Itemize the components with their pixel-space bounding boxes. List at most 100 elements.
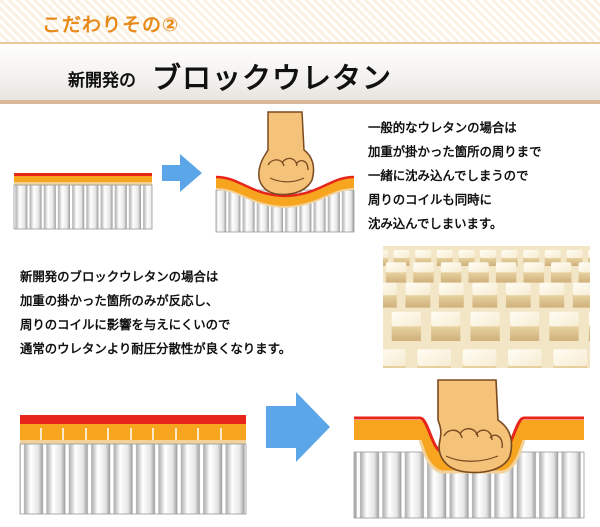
foam-block-top: [509, 311, 540, 327]
foam-block-top: [549, 311, 579, 327]
section-banner: こだわりその②: [0, 0, 600, 44]
foam-block-side: [549, 324, 579, 341]
block-mattress-diagram: [19, 415, 247, 515]
text-line: 一般的なウレタンの場合は: [368, 120, 517, 135]
foam-block-side: [462, 364, 497, 368]
foam-block-side: [431, 324, 461, 341]
text-line: 通常のウレタンより耐圧分散性が良くなります。: [20, 341, 292, 356]
foam-block-side: [509, 324, 540, 341]
arrow-right-icon: [162, 154, 202, 192]
foam-block-top: [458, 250, 475, 258]
foam-block-side: [438, 293, 464, 308]
foam-block-top: [551, 262, 572, 273]
foam-block-top: [393, 250, 410, 258]
foam-block-side: [501, 257, 518, 266]
foam-block-top: [505, 282, 531, 296]
foam-block-top: [508, 349, 542, 366]
foam-block-top: [578, 262, 590, 273]
page-title: ブロックウレタン: [152, 61, 393, 95]
foam-block-top: [588, 250, 590, 258]
foam-block-top: [385, 262, 407, 273]
foam-block-side: [523, 257, 540, 266]
foam-block-top: [431, 311, 461, 327]
foam-block-top: [588, 311, 590, 327]
foam-block-top: [523, 262, 544, 273]
text-line: 沈み込んでしまいます。: [368, 216, 503, 231]
foam-block-top: [495, 262, 517, 273]
foam-block-top: [358, 262, 378, 272]
foam-block-top: [391, 311, 421, 327]
foam-block-side: [440, 271, 462, 283]
foam-block-top: [383, 349, 406, 366]
foam-block-top: [553, 349, 588, 366]
foam-block-top: [405, 282, 431, 296]
foam-block-side: [566, 257, 583, 266]
block-urethane-text: 新開発のブロックウレタンの場合は 加重の掛かった箇所のみが反応し、 周りのコイル…: [20, 265, 291, 361]
foam-block-side: [523, 271, 544, 283]
foam-block-top: [383, 282, 397, 296]
foam-block-top: [436, 250, 453, 258]
foam-block-top: [440, 262, 462, 273]
foam-block-side: [436, 257, 453, 266]
foam-block-top: [566, 250, 583, 258]
foam-block-side: [508, 364, 542, 368]
foam-block-side: [385, 271, 407, 283]
foam-block-top: [501, 250, 518, 258]
normal-urethane-pressed-diagram: [215, 175, 355, 233]
foam-block-top: [383, 250, 388, 258]
banner-label: こだわりその②: [42, 14, 180, 36]
foam-block-top: [544, 250, 561, 258]
foam-block-side: [383, 364, 406, 368]
text-line: 加重の掛かった箇所のみが反応し、: [20, 293, 219, 308]
text-line: 新開発のブロックウレタンの場合は: [20, 269, 219, 284]
normal-mattress-diagram: [13, 173, 153, 230]
foam-block-side: [415, 257, 432, 266]
foam-block-side: [383, 293, 397, 308]
foam-block-top: [438, 282, 464, 296]
foam-block-top: [415, 250, 432, 258]
text-line: 一緒に沈み込んでしまうので: [368, 168, 529, 183]
foam-block-top: [346, 395, 384, 414]
foam-block-top: [413, 262, 434, 273]
title-bar: 新開発の ブロックウレタン: [0, 44, 600, 104]
banner-rule: [0, 42, 600, 44]
arrow-right-icon-2: [266, 392, 330, 462]
foam-block-side: [572, 293, 590, 308]
title-prefix: 新開発の: [68, 71, 136, 91]
foam-block-side: [393, 257, 410, 266]
foam-block-top: [523, 250, 540, 258]
hand-icon: [258, 111, 315, 196]
title-rule: [0, 100, 600, 104]
foam-block-top: [552, 395, 590, 414]
foam-block-side: [505, 293, 531, 308]
foam-block-side: [405, 293, 431, 308]
foam-block-side: [358, 271, 378, 282]
foam-block-top: [539, 282, 565, 296]
foam-block-side: [383, 257, 388, 266]
foam-block-top: [500, 395, 538, 414]
foam-block-side: [588, 324, 590, 341]
foam-block-side: [468, 271, 489, 283]
foam-block-top: [472, 282, 498, 296]
foam-block-side: [458, 257, 475, 266]
foam-block-side: [480, 257, 496, 266]
foam-block-top: [468, 262, 489, 273]
foam-block-side: [544, 257, 561, 266]
foam-block-side: [413, 271, 434, 283]
foam-block-side: [470, 324, 500, 341]
foam-block-side: [495, 271, 517, 283]
normal-urethane-text: 一般的なウレタンの場合は 加重が掛かった箇所の周りまで 一緒に沈み込んでしまうの…: [368, 116, 541, 236]
foam-block-side: [588, 257, 590, 266]
text-line: 加重が掛かった箇所の周りまで: [368, 144, 542, 159]
foam-block-side: [539, 293, 565, 308]
foam-block-side: [472, 293, 498, 308]
foam-block-top: [417, 349, 451, 366]
foam-block-top: [398, 395, 436, 414]
foam-block-side: [352, 325, 381, 341]
text-line: 周りのコイルに影響を与えにくいので: [20, 317, 231, 332]
text-line: 周りのコイルも同時に: [368, 192, 492, 207]
foam-block-top: [470, 311, 500, 327]
foam-block-top: [572, 282, 590, 296]
hand-icon-2: [437, 379, 513, 474]
